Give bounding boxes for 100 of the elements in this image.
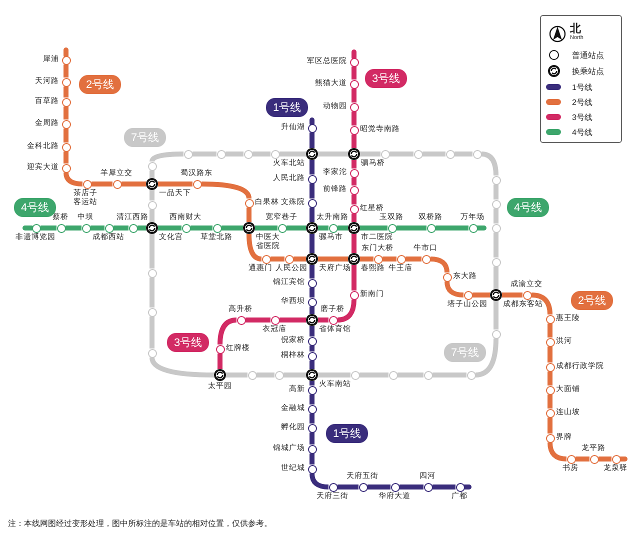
station-circle bbox=[270, 150, 280, 158]
station-circle bbox=[350, 370, 360, 380]
north-label: 北 bbox=[570, 22, 581, 35]
metro-line bbox=[310, 208, 314, 222]
metro-line bbox=[310, 184, 314, 198]
metro-line bbox=[280, 152, 306, 156]
metro-line bbox=[352, 178, 356, 186]
metro-line bbox=[294, 256, 306, 262]
metro-line bbox=[114, 226, 128, 230]
line-badge: 3号线 bbox=[365, 68, 408, 88]
station-circle bbox=[274, 370, 284, 380]
metro-line bbox=[150, 278, 154, 308]
metro-line bbox=[310, 473, 329, 490]
metro-line bbox=[576, 456, 590, 462]
metro-line bbox=[382, 256, 396, 262]
line-badge: 1号线 bbox=[326, 424, 368, 442]
metro-line bbox=[270, 256, 284, 262]
metro-line bbox=[548, 324, 552, 338]
station-circle bbox=[148, 200, 156, 210]
legend-label: 换乘站点 bbox=[572, 66, 604, 76]
metro-line bbox=[138, 226, 146, 230]
metro-line bbox=[255, 226, 278, 230]
legend-label: 普通站点 bbox=[572, 50, 604, 60]
metro-line bbox=[150, 357, 214, 378]
metro-line bbox=[548, 442, 567, 462]
metro-line bbox=[436, 226, 468, 230]
metro-line bbox=[548, 418, 552, 434]
metro-line bbox=[352, 88, 356, 102]
metro-line bbox=[398, 372, 424, 378]
metro-line bbox=[158, 226, 182, 230]
station-circle bbox=[472, 150, 482, 158]
line-badge: 1号线 bbox=[266, 98, 308, 116]
metro-line bbox=[158, 182, 192, 186]
metro-line bbox=[548, 394, 552, 408]
station-circle bbox=[446, 150, 454, 158]
metro-line bbox=[481, 152, 498, 176]
metro-line bbox=[368, 484, 390, 490]
station-circle bbox=[184, 150, 192, 158]
metro-line bbox=[494, 301, 498, 330]
metro-line bbox=[122, 182, 146, 186]
metro-line bbox=[406, 256, 422, 262]
metro-line bbox=[192, 152, 216, 156]
metro-line bbox=[396, 226, 426, 230]
station-circle bbox=[148, 162, 156, 170]
legend-label: 4号线 bbox=[572, 126, 592, 138]
line-badge: 2号线 bbox=[79, 74, 122, 94]
metro-line bbox=[432, 372, 466, 378]
metro-line bbox=[430, 256, 450, 273]
metro-line bbox=[40, 226, 56, 230]
line-badge: 2号线 bbox=[571, 290, 614, 310]
metro-line bbox=[226, 152, 244, 156]
metro-line bbox=[318, 226, 328, 230]
metro-line bbox=[352, 214, 356, 222]
metro-line bbox=[310, 234, 314, 253]
metro-line bbox=[360, 226, 388, 230]
metro-line bbox=[64, 128, 68, 142]
metro-line bbox=[548, 346, 552, 362]
metro-line bbox=[310, 306, 314, 314]
footnote: 注：本线网图经过变形处理，图中所标注的是车站的相对位置，仅供参考。 bbox=[8, 518, 272, 529]
metro-line bbox=[422, 152, 446, 156]
metro-line bbox=[252, 152, 270, 156]
station-circle bbox=[148, 268, 156, 278]
metro-line bbox=[256, 372, 274, 378]
metro-line bbox=[444, 281, 464, 298]
station-circle bbox=[388, 370, 398, 380]
station-circle bbox=[492, 330, 500, 338]
metro-line bbox=[150, 316, 154, 348]
metro-line bbox=[531, 292, 552, 315]
station-circle bbox=[148, 308, 156, 316]
station-circle bbox=[380, 150, 390, 158]
metro-line bbox=[66, 226, 82, 230]
metro-line bbox=[246, 208, 252, 222]
metro-line bbox=[352, 265, 356, 290]
metro-line bbox=[318, 256, 348, 262]
metro-line bbox=[454, 152, 472, 156]
metro-line bbox=[310, 132, 314, 148]
metro-line bbox=[352, 134, 356, 148]
metro-line bbox=[64, 152, 68, 164]
metro-line bbox=[246, 318, 270, 322]
metro-line bbox=[338, 226, 348, 230]
metro-line bbox=[432, 484, 456, 490]
metro-line bbox=[284, 372, 306, 378]
metro-line bbox=[338, 484, 358, 490]
metro-line bbox=[598, 456, 612, 462]
metro-line bbox=[352, 112, 356, 126]
line-badge: 3号线 bbox=[167, 332, 210, 352]
metro-line bbox=[150, 234, 154, 268]
metro-line bbox=[218, 354, 222, 369]
metro-line bbox=[352, 66, 356, 80]
metro-line bbox=[150, 170, 154, 178]
station-circle bbox=[248, 370, 256, 380]
station-circle bbox=[216, 150, 226, 158]
metro-line bbox=[318, 152, 348, 156]
metro-line bbox=[310, 360, 314, 369]
metro-line bbox=[92, 182, 112, 186]
metro-line bbox=[352, 194, 356, 204]
metro-line bbox=[246, 234, 262, 262]
metro-line bbox=[310, 394, 314, 404]
metro-line bbox=[310, 381, 314, 386]
metro-line bbox=[310, 160, 314, 174]
